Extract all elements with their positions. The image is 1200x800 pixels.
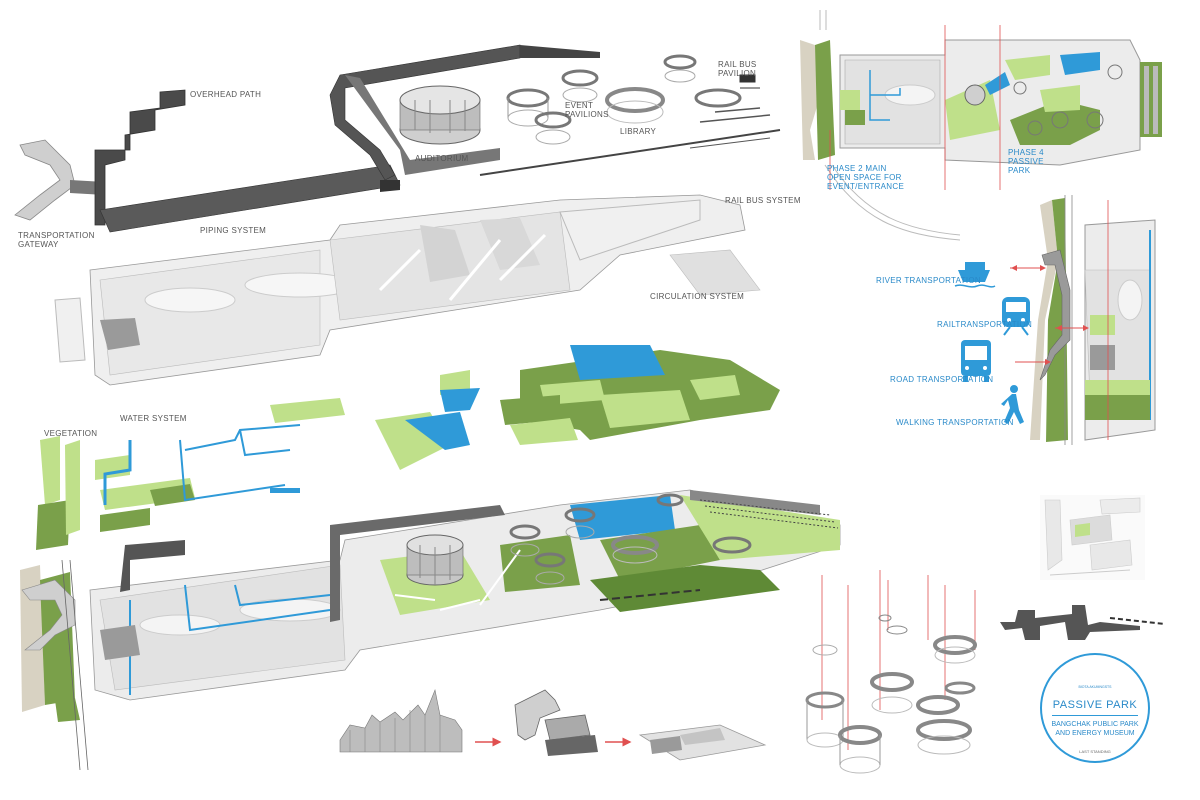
bus-icon [961, 340, 991, 382]
badge-divider [1052, 715, 1138, 716]
ship-icon [954, 262, 996, 288]
transport-plan [1010, 195, 1156, 445]
badge-subtitle: BANGCHAK PUBLIC PARK AND ENERGY MUSEUM [1051, 721, 1139, 737]
label-circulation-system: CIRCULATION SYSTEM [650, 292, 745, 301]
label-road-transportation: ROAD TRANSPORTATION [890, 375, 994, 384]
circulation-system-layer [54, 194, 761, 386]
label-walking-transportation: WALKING TRANSPORTATION [896, 418, 1014, 427]
label-transportation-gateway: TRANSPORTATION GATEWAY [18, 231, 95, 249]
badge-logo-text: BIOTA AKUMNGSTS [1078, 685, 1112, 689]
label-rail-bus-pavilion: RAIL BUS PAVILION [718, 60, 757, 78]
label-water-system: WATER SYSTEM [120, 414, 187, 423]
label-event-pavilions: EVENT PAVILIONS [565, 101, 609, 119]
overhead-section [1000, 605, 1166, 640]
vegetation-water-layer [36, 345, 780, 550]
label-auditorium: AUDITORIUM [415, 154, 469, 163]
piping-system-layer [14, 44, 781, 233]
label-piping-system: PIPING SYSTEM [200, 226, 267, 235]
label-river-transportation: RIVER TRANSPORTATION [876, 276, 981, 285]
label-library: LIBRARY [620, 127, 657, 136]
location-map [1040, 495, 1145, 580]
label-rail-transportation: RAILTRANSPORTATION [937, 320, 1033, 329]
label-phase-4: PHASE 4 PASSIVE PARK [1008, 148, 1044, 175]
train-icon [1002, 297, 1030, 336]
label-overhead-path: OVERHEAD PATH [190, 90, 262, 99]
label-phase-2: PHASE 2 MAIN OPEN SPACE FOR EVENT/ENTRAN… [827, 164, 905, 191]
pavilion-exploded-view [805, 570, 977, 774]
walking-person-icon [1001, 385, 1024, 424]
project-title-badge: BIOTA AKUMNGSTS PASSIVE PARK BANGCHAK PU… [1040, 653, 1150, 763]
label-vegetation: VEGETATION [44, 429, 98, 438]
process-sequence [339, 688, 767, 761]
label-rail-bus-system: RAIL BUS SYSTEM [725, 196, 801, 205]
combined-axonometric [20, 489, 841, 771]
key-plan [800, 10, 1162, 241]
badge-small-text: LAST STANDING [1079, 749, 1111, 754]
badge-title: PASSIVE PARK [1052, 699, 1138, 711]
